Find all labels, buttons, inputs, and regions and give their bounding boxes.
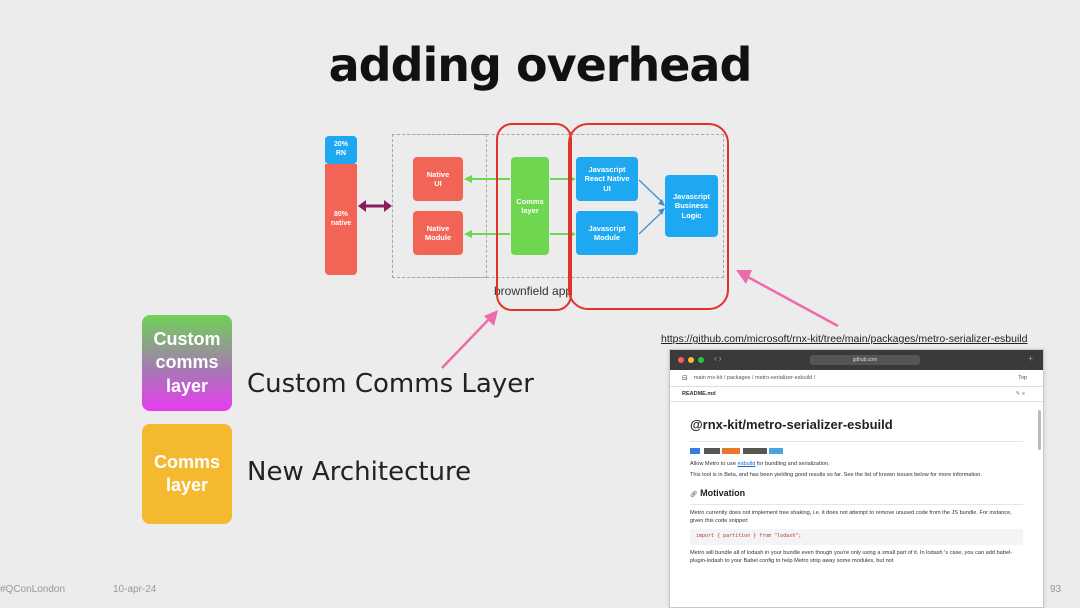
- js-business-logic-box: Javascript Business Logic: [665, 175, 718, 237]
- badge-icon: [690, 447, 700, 454]
- motivation-heading: 🔗︎ Motivation: [690, 487, 1023, 506]
- readme-heading: @rnx-kit/metro-serializer-esbuild: [690, 416, 1023, 442]
- comms-layer-box: Comms layer: [511, 157, 549, 255]
- highlight-comms-circle: [496, 123, 572, 311]
- badge: [769, 447, 784, 454]
- badge: [721, 447, 740, 454]
- native-share-block: 80% native: [325, 164, 357, 275]
- highlight-js-circle: [568, 123, 729, 310]
- native-section-boundary: [392, 134, 487, 278]
- footer-date: 10-apr-24: [113, 584, 157, 595]
- repo-breadcrumb: ⊟ main rnx-kit / packages / metro-serial…: [670, 370, 1043, 387]
- legend-label-new-architecture: New Architecture: [247, 457, 472, 487]
- footer-page-number: 93: [1050, 584, 1062, 595]
- browser-url-bar[interactable]: github.com: [810, 355, 920, 365]
- brownfield-app-label: brownfield app: [494, 284, 573, 298]
- js-rn-ui-box: Javascript React Native UI: [576, 157, 638, 201]
- new-tab-icon[interactable]: +: [1028, 354, 1033, 363]
- native-module-box: Native Module: [413, 211, 463, 255]
- final-paragraph: Metro will bundle all of lodash in your …: [690, 549, 1013, 564]
- edit-icon[interactable]: ✎ ≡: [1015, 391, 1025, 397]
- pointer-arrow-icon: [736, 270, 839, 328]
- close-icon[interactable]: [678, 357, 684, 363]
- top-button[interactable]: Top: [1018, 375, 1027, 381]
- legend-label-custom-comms: Custom Comms Layer: [247, 369, 534, 399]
- connector-arrows: [464, 175, 665, 238]
- esbuild-link[interactable]: esbuild: [737, 460, 756, 467]
- pointer-arrow-icon: [441, 310, 498, 369]
- motivation-paragraph: Metro currently does not implement tree …: [690, 510, 1012, 525]
- readme-tab: README.md ✎ ≡: [670, 387, 1043, 402]
- readme-tab-label[interactable]: README.md: [682, 391, 716, 397]
- code-snippet: import { partition } from "lodash";: [690, 529, 1023, 545]
- link-icon[interactable]: 🔗︎: [690, 492, 698, 499]
- intro-paragraph: Allow Metro to use esbuild for bundling …: [690, 460, 830, 467]
- bidirectional-arrow-icon: [358, 200, 392, 212]
- browser-titlebar: ‹ › github.com +: [670, 350, 1043, 370]
- scrollbar[interactable]: [1038, 410, 1041, 450]
- legend-swatch-custom-comms: Custom comms layer: [142, 315, 232, 411]
- js-module-box: Javascript Module: [576, 211, 638, 255]
- readme-body: @rnx-kit/metro-serializer-esbuild Allow …: [670, 402, 1043, 565]
- github-readme-screenshot: ‹ › github.com + ⊟ main rnx-kit / packag…: [669, 349, 1044, 608]
- repo-url-link[interactable]: https://github.com/microsoft/rnx-kit/tre…: [661, 333, 1028, 345]
- minimize-icon[interactable]: [688, 357, 694, 363]
- native-ui-box: Native UI: [413, 157, 463, 201]
- footer-hashtag: #QConLondon: [0, 584, 66, 595]
- badge-row: [690, 447, 1023, 457]
- back-icon[interactable]: ‹ ›: [714, 354, 722, 363]
- badge: [703, 447, 720, 454]
- legend-swatch-new-architecture: Comms layer: [142, 424, 232, 524]
- slide-title: adding overhead: [328, 38, 753, 92]
- rn-share-block: 20% RN: [325, 136, 357, 164]
- badge: [743, 447, 768, 454]
- beta-paragraph: This tool is in Beta, and has been yield…: [690, 472, 982, 479]
- sidebar-toggle-icon[interactable]: ⊟: [682, 375, 688, 382]
- maximize-icon[interactable]: [698, 357, 704, 363]
- breadcrumb-path[interactable]: main rnx-kit / packages / metro-serializ…: [693, 375, 816, 381]
